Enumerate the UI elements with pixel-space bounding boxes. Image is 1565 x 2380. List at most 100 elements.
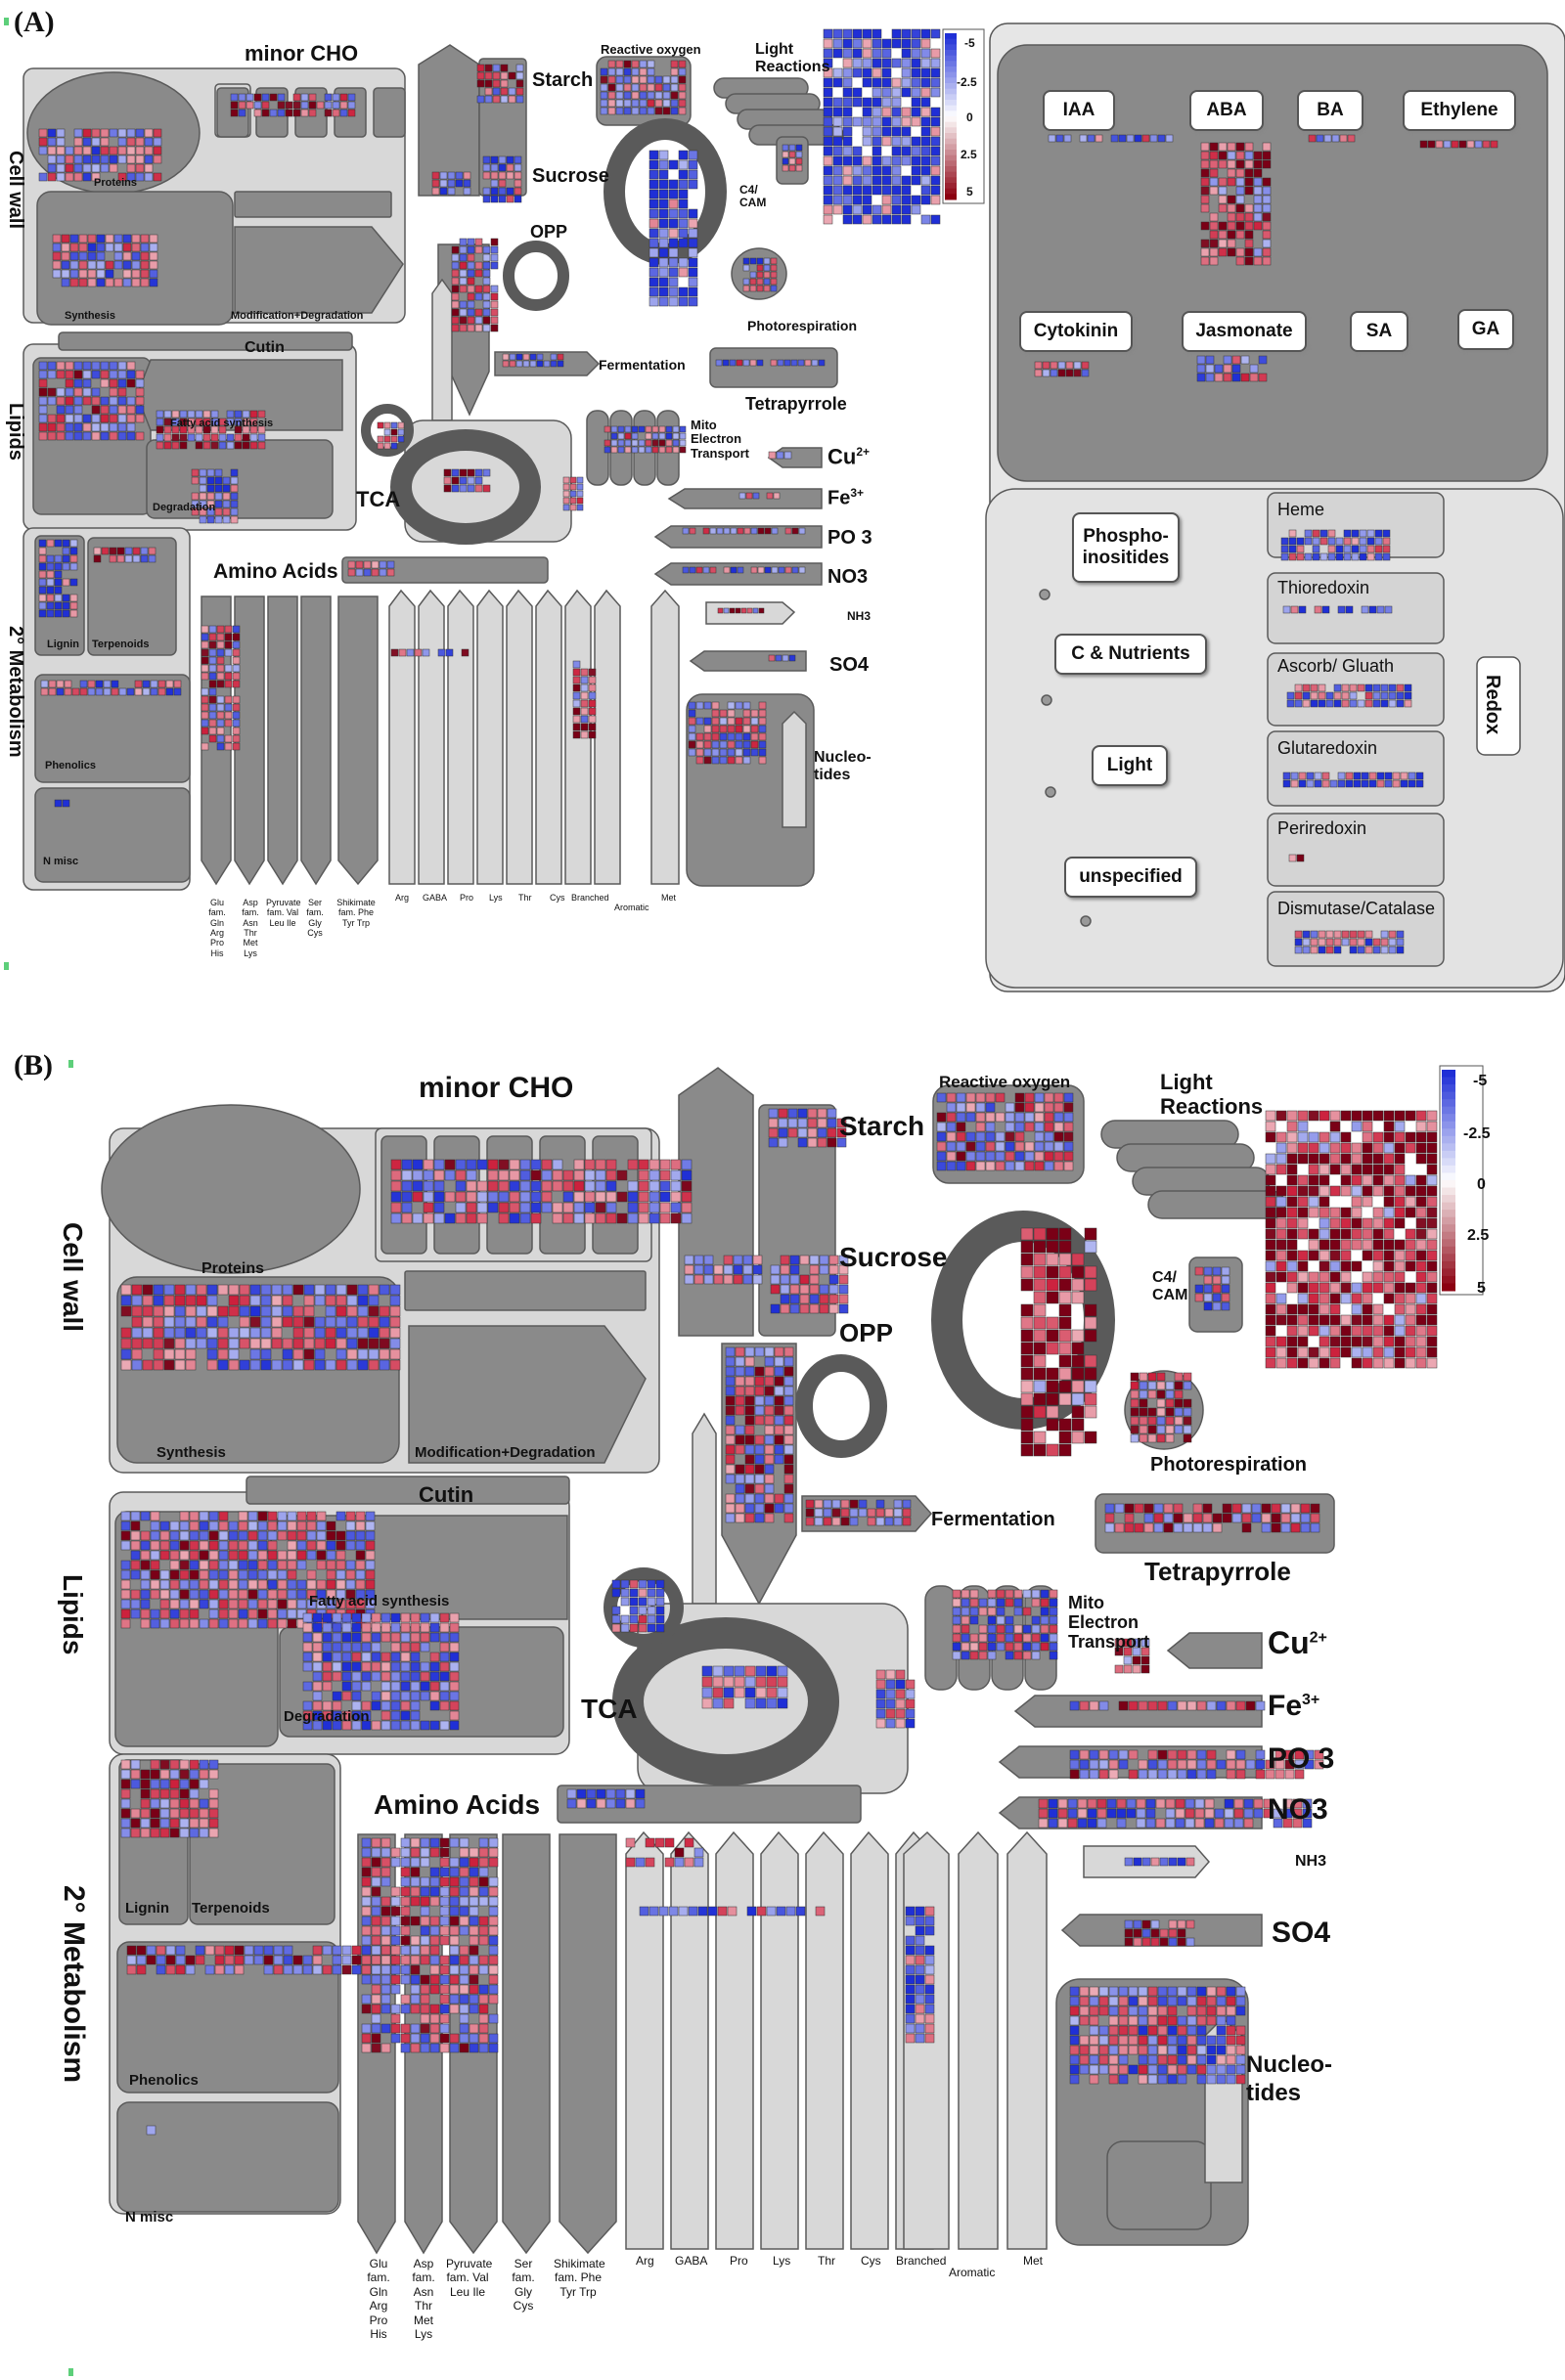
heatmap-cell — [1372, 1174, 1384, 1186]
heatmap-cell — [1308, 1207, 1319, 1218]
ascorb-heatmap — [1286, 683, 1412, 708]
heatmap-cell — [519, 1202, 531, 1213]
heatmap-cell — [1383, 1153, 1395, 1165]
heatmap-cell — [1275, 1250, 1287, 1261]
heatmap-cell — [202, 418, 211, 426]
heatmap-cell — [1394, 1121, 1406, 1132]
heatmap-cell — [96, 278, 106, 287]
heatmap-cell — [1366, 529, 1375, 538]
heatmap-cell — [1297, 1217, 1309, 1229]
heatmap-cell — [624, 439, 632, 447]
heatmap-cell — [631, 107, 640, 115]
heatmap-cell — [134, 687, 143, 696]
heatmap-cell — [1359, 529, 1367, 538]
heatmap-cell — [1426, 1142, 1438, 1154]
heatmap-cell — [915, 1955, 925, 1965]
heatmap-cell — [401, 1191, 413, 1203]
heatmap-cell — [361, 1945, 372, 1956]
heatmap-cell — [341, 1964, 352, 1975]
heatmap-cell — [1297, 1282, 1309, 1294]
heatmap-cell — [862, 155, 872, 166]
heatmap-cell — [410, 1984, 421, 1995]
heatmap-cell — [420, 1681, 430, 1692]
heatmap-cell — [711, 756, 720, 765]
heatmap-cell — [514, 171, 522, 180]
heatmap-cell — [38, 137, 48, 147]
heatmap-cell — [78, 269, 88, 279]
heatmap-cell — [361, 1720, 372, 1731]
heatmap-cell — [1304, 1749, 1315, 1760]
heatmap-cell — [1396, 699, 1405, 708]
heatmap-cell — [823, 195, 833, 205]
heatmap-cell — [65, 405, 74, 415]
colorbar-b-step — [1442, 1210, 1455, 1218]
heatmap-cell — [322, 1652, 333, 1662]
heatmap-cell — [664, 1837, 675, 1848]
heatmap-cell — [1134, 134, 1142, 143]
heatmap-cell — [1206, 2045, 1217, 2055]
heatmap-cell — [1196, 2025, 1207, 2036]
heatmap-cell — [832, 155, 843, 166]
heatmap-cell — [1362, 1131, 1373, 1143]
heatmap-cell — [1118, 134, 1127, 143]
heatmap-cell — [766, 1906, 777, 1917]
heatmap-cell — [371, 1994, 381, 2005]
heatmap-cell — [208, 656, 217, 665]
heatmap-cell — [380, 1857, 391, 1868]
heatmap-cell — [600, 91, 608, 100]
heatmap-cell — [1212, 1275, 1222, 1285]
heatmap-cell — [1415, 1217, 1427, 1229]
heatmap-cell — [730, 566, 738, 574]
heatmap-cell — [946, 1122, 957, 1132]
heatmap-cell — [766, 1687, 778, 1698]
heatmap-cell — [996, 1633, 1006, 1643]
heatmap-cell — [915, 2004, 925, 2014]
heatmap-cell — [799, 1294, 810, 1304]
heatmap-cell — [715, 359, 723, 367]
heatmap-cell — [1020, 1418, 1034, 1432]
heatmap-cell — [515, 360, 523, 368]
heatmap-cell — [891, 107, 902, 117]
heatmap-cell — [1014, 1141, 1025, 1152]
heatmap-cell — [78, 242, 88, 252]
heatmap-cell — [1046, 1405, 1059, 1419]
heatmap-cell — [230, 468, 239, 477]
heatmap-cell — [400, 1847, 411, 1858]
heatmap-cell — [410, 1916, 421, 1926]
heatmap-cell — [961, 1651, 970, 1660]
heatmap-cell — [875, 1508, 885, 1518]
heatmap-cell — [1351, 1293, 1363, 1304]
heatmap-cell — [296, 1511, 307, 1521]
colorbar-b-step — [1442, 1275, 1455, 1284]
heatmap-cell — [727, 1906, 738, 1917]
heatmap-cell — [459, 1945, 470, 1956]
heatmap-cell — [725, 1454, 736, 1465]
heatmap-cell — [693, 1264, 704, 1275]
heatmap-cell — [770, 257, 778, 265]
heatmap-cell — [1147, 1389, 1157, 1399]
heatmap-cell — [100, 128, 110, 138]
heatmap-cell — [659, 1180, 671, 1192]
heatmap-cell — [1013, 1633, 1023, 1643]
heatmap-cell — [1069, 2054, 1080, 2065]
heatmap-cell — [1253, 159, 1263, 169]
heatmap-cell — [174, 1316, 186, 1328]
heatmap-cell — [1200, 203, 1210, 213]
heatmap-cell — [171, 418, 180, 426]
heatmap-cell — [1139, 1389, 1148, 1399]
heatmap-cell — [1235, 1986, 1246, 1997]
heatmap-cell — [316, 1599, 327, 1609]
heatmap-cell — [1073, 361, 1082, 370]
heatmap-cell — [1286, 1142, 1298, 1154]
heatmap-cell — [658, 286, 669, 297]
heatmap-cell — [1183, 1398, 1192, 1408]
heatmap-cell — [189, 1808, 200, 1819]
heatmap-cell — [439, 1622, 450, 1633]
heatmap-cell — [1046, 1342, 1059, 1355]
heatmap-cell — [893, 1499, 903, 1509]
heatmap-cell — [242, 441, 250, 450]
heatmap-cell — [389, 1316, 401, 1328]
heatmap-cell — [1079, 2035, 1090, 2046]
heatmap-cell — [447, 179, 456, 188]
heatmap-cell — [140, 554, 149, 563]
